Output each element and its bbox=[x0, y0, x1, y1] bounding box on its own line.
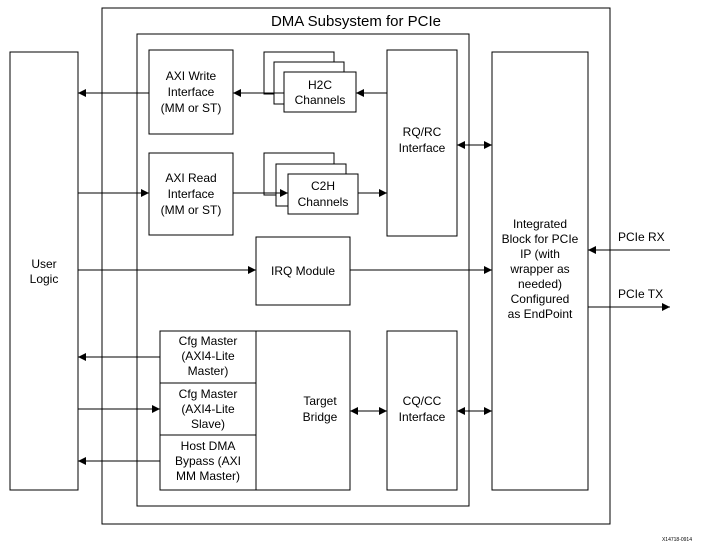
target-bridge-label-1: Target bbox=[303, 394, 337, 408]
cfg-master-label-3: Master) bbox=[188, 364, 229, 378]
integrated-label-5: needed) bbox=[518, 277, 562, 291]
user-logic-box bbox=[9, 51, 79, 491]
h2c-channels-stack bbox=[263, 51, 357, 113]
cfg-slave-label-3: Slave) bbox=[191, 417, 225, 431]
integrated-label-7: as EndPoint bbox=[508, 307, 573, 321]
integrated-label-4: wrapper as bbox=[509, 262, 569, 276]
user-logic-label-2: Logic bbox=[30, 272, 59, 286]
cfg-host-column-box bbox=[159, 330, 257, 491]
cfg-slave-label-1: Cfg Master bbox=[179, 387, 238, 401]
h2c-label-2: Channels bbox=[295, 93, 346, 107]
subsystem-title: DMA Subsystem for PCIe bbox=[271, 13, 441, 30]
axi-write-interface-box bbox=[148, 49, 234, 135]
integrated-label-2: Block for PCIe bbox=[502, 232, 579, 246]
user-logic-label-1: User bbox=[31, 257, 56, 271]
axi-write-label-1: AXI Write bbox=[166, 69, 217, 83]
pcie-rx-label: PCIe RX bbox=[618, 230, 665, 244]
rq-rc-label-1: RQ/RC bbox=[403, 125, 442, 139]
axi-read-label-3: (MM or ST) bbox=[161, 203, 222, 217]
pcie-tx-label: PCIe TX bbox=[618, 287, 663, 301]
cq-cc-label-1: CQ/CC bbox=[403, 394, 442, 408]
cfg-master-label-1: Cfg Master bbox=[179, 334, 238, 348]
c2h-label-2: Channels bbox=[298, 195, 349, 209]
target-bridge-label-2: Bridge bbox=[303, 410, 338, 424]
h2c-label-1: H2C bbox=[308, 78, 332, 92]
axi-write-label-3: (MM or ST) bbox=[161, 101, 222, 115]
host-dma-label-1: Host DMA bbox=[181, 439, 236, 453]
axi-read-interface-box bbox=[148, 152, 234, 236]
rq-rc-label-2: Interface bbox=[399, 141, 446, 155]
host-dma-label-3: MM Master) bbox=[176, 469, 240, 483]
integrated-label-6: Configured bbox=[511, 292, 570, 306]
irq-label: IRQ Module bbox=[271, 264, 335, 278]
figure-id: X14718-0914 bbox=[662, 537, 692, 543]
c2h-channels-stack bbox=[263, 152, 359, 215]
cfg-master-label-2: (AXI4-Lite bbox=[181, 349, 235, 363]
irq-module-box bbox=[255, 236, 351, 306]
cfg-slave-label-2: (AXI4-Lite bbox=[181, 402, 235, 416]
integrated-block-box bbox=[491, 51, 589, 491]
host-dma-label-2: Bypass (AXI bbox=[175, 454, 241, 468]
integrated-label-3: IP (with bbox=[520, 247, 560, 261]
integrated-label-1: Integrated bbox=[513, 217, 567, 231]
c2h-label-1: C2H bbox=[311, 179, 335, 193]
axi-read-label-2: Interface bbox=[168, 187, 215, 201]
cq-cc-label-2: Interface bbox=[399, 410, 446, 424]
target-bridge-box bbox=[255, 330, 351, 491]
axi-read-label-1: AXI Read bbox=[165, 171, 216, 185]
axi-write-label-2: Interface bbox=[168, 85, 215, 99]
